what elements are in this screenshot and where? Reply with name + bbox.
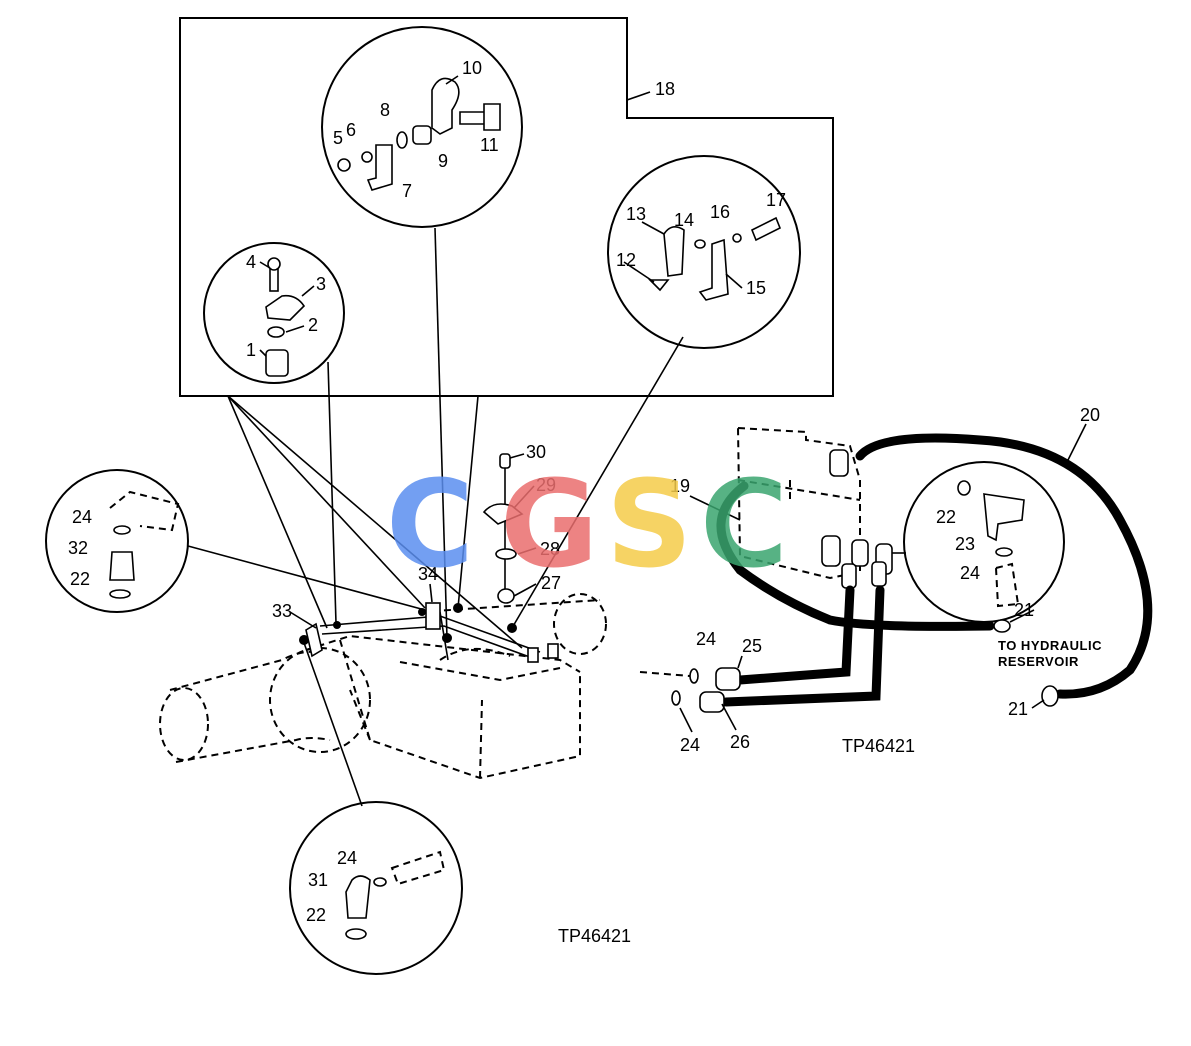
callout-17: 17 bbox=[766, 190, 786, 210]
callout-12: 12 bbox=[616, 250, 636, 270]
linkage bbox=[299, 602, 559, 663]
callout-10: 10 bbox=[462, 58, 482, 78]
callout-5: 5 bbox=[333, 128, 343, 148]
hoses bbox=[639, 433, 1153, 713]
detail-circle-right bbox=[607, 155, 801, 349]
note-line-1: TO HYDRAULIC bbox=[998, 638, 1102, 653]
callout-labels: 1 2 3 4 5 6 7 8 9 10 11 12 13 14 15 16 1… bbox=[68, 58, 1100, 925]
callout-31: 31 bbox=[308, 870, 328, 890]
hardware-stack bbox=[482, 453, 524, 604]
watermark-letter-c2: C bbox=[700, 456, 788, 595]
detail-circle-top bbox=[321, 26, 523, 228]
leader-lines bbox=[187, 227, 906, 807]
callout-32: 32 bbox=[68, 538, 88, 558]
note-line-2: RESERVOIR bbox=[998, 654, 1079, 669]
callout-21b: 21 bbox=[1008, 699, 1028, 719]
callout-23: 23 bbox=[955, 534, 975, 554]
callout-4: 4 bbox=[246, 252, 256, 272]
callout-22a: 22 bbox=[936, 507, 956, 527]
detail-circle-left bbox=[203, 242, 345, 384]
axle-housing bbox=[159, 593, 607, 780]
figure-id-right: TP46421 bbox=[842, 736, 915, 756]
callout-30: 30 bbox=[526, 442, 546, 462]
watermark-letter-s: S bbox=[606, 456, 692, 595]
callout-15: 15 bbox=[746, 278, 766, 298]
callout-24b: 24 bbox=[72, 507, 92, 527]
callout-20: 20 bbox=[1080, 405, 1100, 425]
callout-6: 6 bbox=[346, 120, 356, 140]
callout-22c: 22 bbox=[306, 905, 326, 925]
callout-2: 2 bbox=[308, 315, 318, 335]
callout-21a: 21 bbox=[1014, 600, 1034, 620]
callout-29: 29 bbox=[536, 475, 556, 495]
callout-19: 19 bbox=[670, 476, 690, 496]
callout-24e: 24 bbox=[337, 848, 357, 868]
callout-ticks bbox=[259, 75, 1087, 733]
detail-circle-bottom bbox=[289, 801, 463, 975]
callout-34: 34 bbox=[418, 564, 438, 584]
watermark: C G S C bbox=[386, 456, 788, 595]
callout-3: 3 bbox=[316, 274, 326, 294]
parts-left-circle bbox=[265, 257, 306, 377]
callout-33: 33 bbox=[272, 601, 292, 621]
callout-14: 14 bbox=[674, 210, 694, 230]
callout-24d: 24 bbox=[680, 735, 700, 755]
callout-18: 18 bbox=[655, 79, 675, 99]
callout-7: 7 bbox=[402, 181, 412, 201]
detail-circle-fittings-right bbox=[903, 461, 1065, 623]
callout-27: 27 bbox=[541, 573, 561, 593]
callout-25: 25 bbox=[742, 636, 762, 656]
parts-top-circle bbox=[337, 77, 501, 191]
control-valve bbox=[737, 427, 893, 589]
detail-box bbox=[179, 17, 834, 397]
callout-13: 13 bbox=[626, 204, 646, 224]
figure-id-bottom: TP46421 bbox=[558, 926, 631, 946]
callout-28: 28 bbox=[540, 539, 560, 559]
watermark-letter-g: G bbox=[500, 456, 599, 595]
watermark-letter-c1: C bbox=[386, 456, 474, 595]
callout-16: 16 bbox=[710, 202, 730, 222]
callout-9: 9 bbox=[438, 151, 448, 171]
callout-24a: 24 bbox=[960, 563, 980, 583]
callout-11: 11 bbox=[480, 135, 499, 155]
callout-24c: 24 bbox=[696, 629, 716, 649]
callout-22b: 22 bbox=[70, 569, 90, 589]
callout-8: 8 bbox=[380, 100, 390, 120]
detail-circle-fittings-left bbox=[45, 469, 189, 613]
callout-26: 26 bbox=[730, 732, 750, 752]
callout-1: 1 bbox=[246, 340, 256, 360]
parts-fittings bbox=[109, 480, 1025, 940]
parts-right-circle bbox=[648, 216, 782, 301]
